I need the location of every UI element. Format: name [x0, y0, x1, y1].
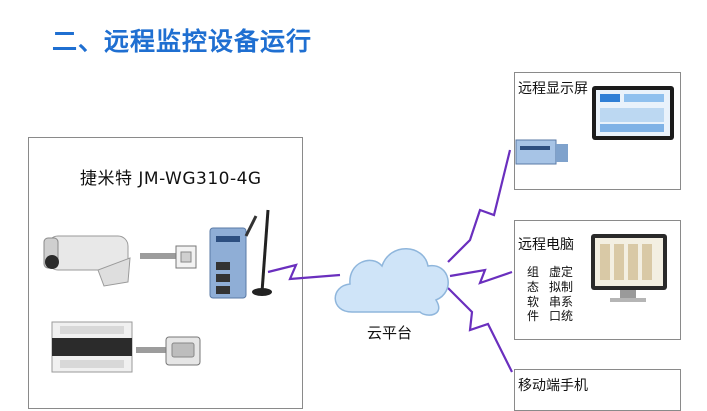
sw-right-word-3: 串系 — [549, 295, 574, 309]
lightning-cloud-computer — [449, 268, 513, 285]
plc-icon — [51, 321, 133, 373]
sw-left-char-3: 软 — [527, 295, 540, 309]
diagram-graphics — [43, 86, 674, 373]
sw-right-word-2: 拟制 — [549, 280, 574, 294]
small-gateway-icon — [515, 139, 568, 165]
remote-computer-label: 远程电脑 — [518, 237, 574, 253]
cloud-label: 云平台 — [367, 324, 413, 342]
display-screen-icon — [592, 86, 674, 140]
sw-right-word-4: 口统 — [549, 309, 574, 323]
serial-cable-icon — [136, 336, 201, 366]
sw-right-word-1: 虚定 — [549, 265, 574, 279]
sw-left-char-1: 组 — [527, 265, 540, 279]
lightning-gateway-cloud — [267, 263, 341, 281]
sw-left-char-2: 态 — [527, 280, 540, 294]
camera-icon — [43, 235, 131, 287]
gateway-model-label: 捷米特 JM-WG310-4G — [80, 169, 262, 189]
sw-left-char-4: 件 — [527, 309, 540, 323]
remote-display-label: 远程显示屏 — [518, 81, 588, 97]
computer-monitor-icon — [591, 234, 667, 302]
lightning-cloud-display — [447, 149, 512, 263]
mobile-phone-label: 移动端手机 — [518, 378, 588, 394]
lightning-cloud-mobile — [447, 287, 513, 373]
page-title: 二、远程监控设备运行 — [52, 27, 313, 56]
cloud-platform-icon — [334, 248, 449, 316]
gateway-device-icon — [209, 209, 272, 299]
ethernet-cable-icon — [140, 245, 197, 269]
